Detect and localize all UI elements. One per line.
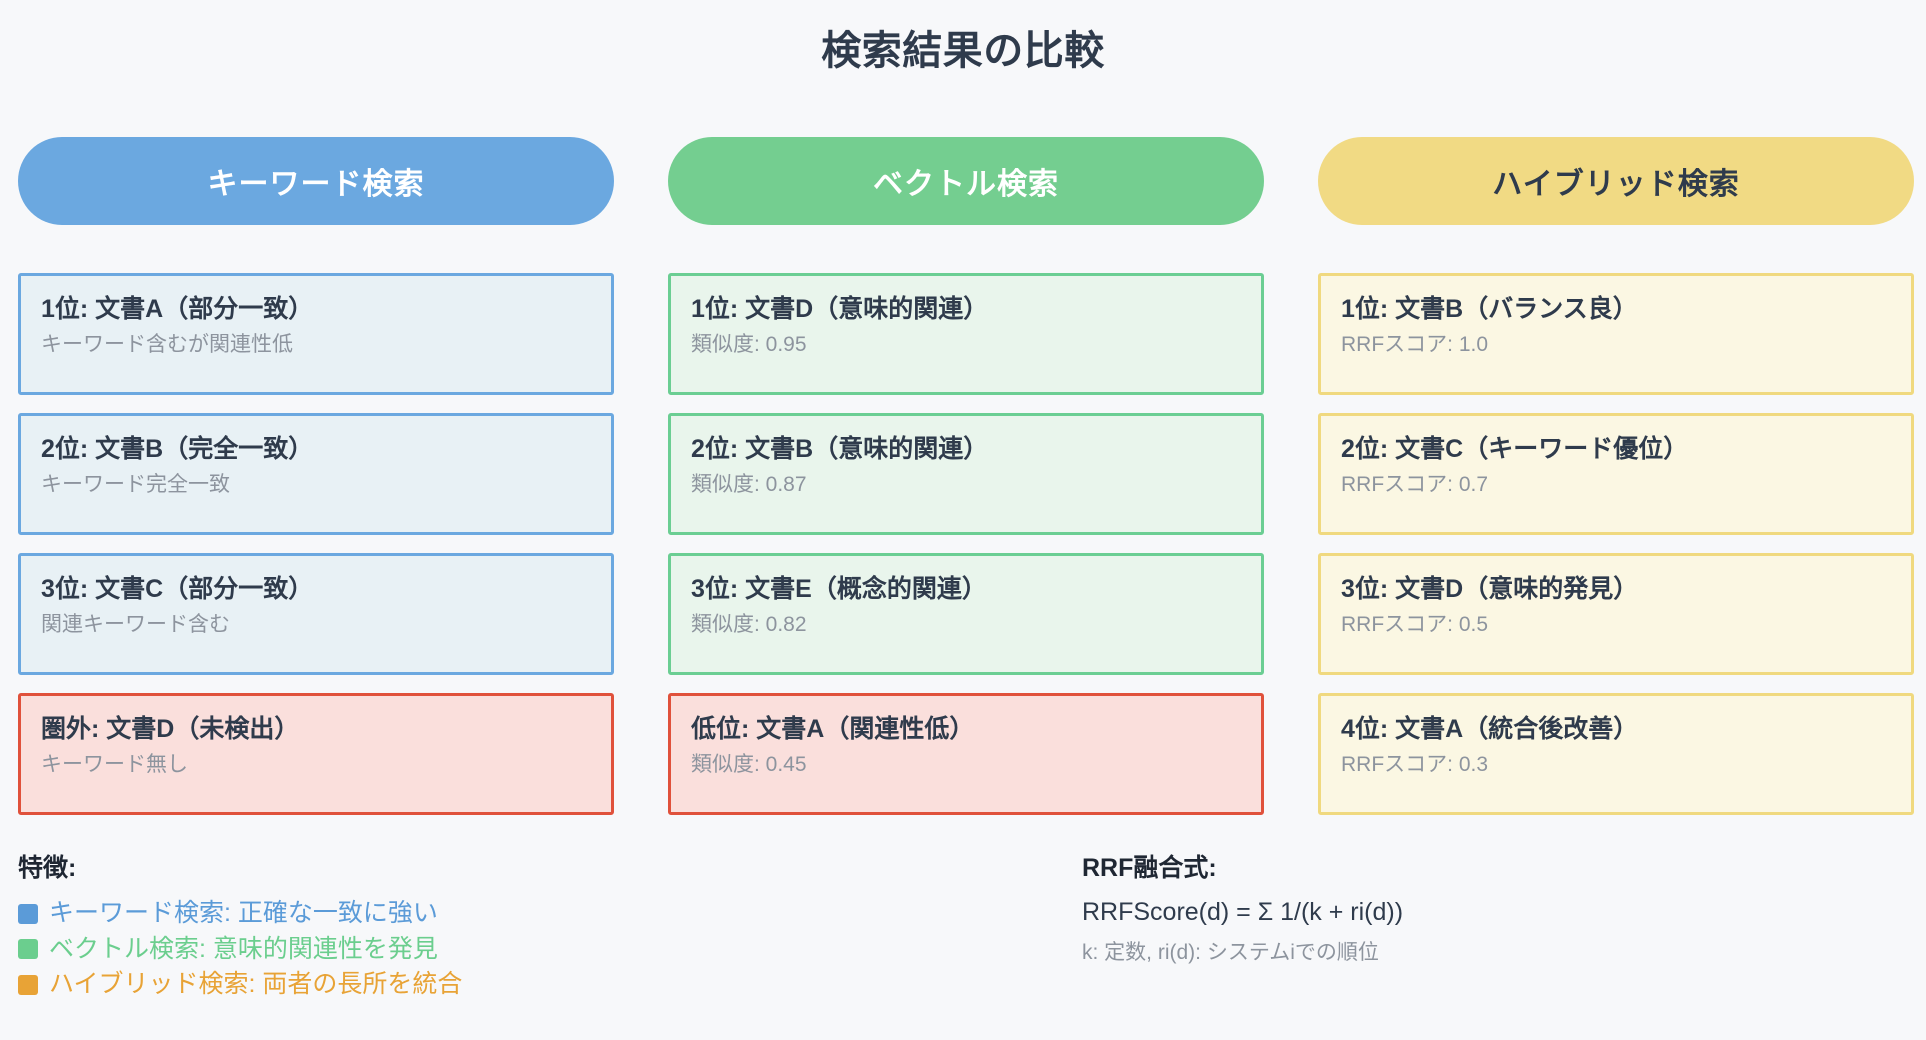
result-card-subtitle: RRFスコア: 0.7 (1341, 473, 1489, 497)
result-card-title: 3位: 文書E（概念的関連） (691, 575, 987, 603)
footer: 特徴: キーワード検索: 正確な一致に強い ベクトル検索: 意味的関連性を発見 … (0, 848, 1926, 1040)
result-card-subtitle: キーワード完全一致 (41, 473, 230, 497)
result-card-subtitle: 類似度: 0.82 (691, 613, 807, 637)
result-card-title: 3位: 文書D（意味的発見） (1341, 575, 1639, 603)
result-card-title: 4位: 文書A（統合後改善） (1341, 715, 1639, 743)
page-title: 検索結果の比較 (821, 29, 1105, 73)
legend-swatch-icon (18, 903, 38, 924)
result-list-keyword-search: 1位: 文書A（部分一致） キーワード含むが関連性低 2位: 文書B（完全一致）… (18, 273, 614, 815)
result-card-title: 2位: 文書C（キーワード優位） (1341, 435, 1689, 463)
result-card-subtitle: 類似度: 0.95 (691, 333, 807, 357)
result-card-subtitle: RRFスコア: 0.5 (1341, 613, 1489, 637)
result-card[interactable]: 4位: 文書A（統合後改善） RRFスコア: 0.3 (1318, 693, 1914, 815)
result-card-title: 3位: 文書C（部分一致） (41, 575, 314, 603)
result-card[interactable]: 3位: 文書E（概念的関連） 類似度: 0.82 (668, 553, 1264, 675)
result-card[interactable]: 2位: 文書C（キーワード優位） RRFスコア: 0.7 (1318, 413, 1914, 535)
rrf-formula-title: RRF融合式: (1082, 854, 1217, 882)
result-card-title: 圏外: 文書D（未検出） (41, 715, 300, 743)
result-card-title: 低位: 文書A（関連性低） (691, 715, 975, 743)
column-keyword-search: キーワード検索 1位: 文書A（部分一致） キーワード含むが関連性低 2位: 文… (18, 137, 614, 815)
result-card-warning[interactable]: 圏外: 文書D（未検出） キーワード無し (18, 693, 614, 815)
features-title: 特徴: (18, 854, 77, 882)
result-card-title: 1位: 文書A（部分一致） (41, 295, 314, 323)
rrf-formula-expression: RRFScore(d) = Σ 1/(k + ri(d)) (1082, 898, 1404, 926)
legend-item-label: キーワード検索: 正確な一致に強い (49, 899, 438, 927)
result-card-subtitle: RRFスコア: 1.0 (1341, 333, 1489, 357)
result-card-subtitle: 関連キーワード含む (41, 613, 230, 637)
rrf-formula-block: RRF融合式: RRFScore(d) = Σ 1/(k + ri(d)) k:… (1082, 848, 1882, 966)
result-card[interactable]: 3位: 文書D（意味的発見） RRFスコア: 0.5 (1318, 553, 1914, 675)
result-list-vector-search: 1位: 文書D（意味的関連） 類似度: 0.95 2位: 文書B（意味的関連） … (668, 273, 1264, 815)
legend-item-label: ベクトル検索: 意味的関連性を発見 (49, 934, 438, 963)
result-card-title: 1位: 文書B（バランス良） (1341, 295, 1638, 323)
result-card-subtitle: キーワード無し (41, 753, 188, 777)
column-vector-search: ベクトル検索 1位: 文書D（意味的関連） 類似度: 0.95 2位: 文書B（… (668, 137, 1264, 815)
result-card-subtitle: 類似度: 0.45 (691, 753, 807, 777)
result-card-subtitle: キーワード含むが関連性低 (41, 333, 293, 357)
column-header-vector-search[interactable]: ベクトル検索 (668, 137, 1264, 225)
result-card-title: 1位: 文書D（意味的関連） (691, 295, 989, 323)
legend-swatch-icon (18, 974, 38, 995)
column-header-hybrid-search[interactable]: ハイブリッド検索 (1318, 137, 1914, 225)
result-card[interactable]: 1位: 文書D（意味的関連） 類似度: 0.95 (668, 273, 1264, 395)
result-card-title: 2位: 文書B（意味的関連） (691, 435, 989, 463)
legend-swatch-icon (18, 939, 38, 960)
legend-item-hybrid-search: ハイブリッド検索: 両者の長所を統合 (18, 967, 778, 1003)
legend-item-vector-search: ベクトル検索: 意味的関連性を発見 (18, 932, 778, 968)
result-card-title: 2位: 文書B（完全一致） (41, 435, 314, 463)
comparison-columns: キーワード検索 1位: 文書A（部分一致） キーワード含むが関連性低 2位: 文… (18, 137, 1914, 815)
result-card-warning[interactable]: 低位: 文書A（関連性低） 類似度: 0.45 (668, 693, 1264, 815)
result-card-subtitle: RRFスコア: 0.3 (1341, 753, 1489, 777)
result-card[interactable]: 3位: 文書C（部分一致） 関連キーワード含む (18, 553, 614, 675)
legend-item-keyword-search: キーワード検索: 正確な一致に強い (18, 896, 778, 932)
result-card[interactable]: 2位: 文書B（完全一致） キーワード完全一致 (18, 413, 614, 535)
result-list-hybrid-search: 1位: 文書B（バランス良） RRFスコア: 1.0 2位: 文書C（キーワード… (1318, 273, 1914, 815)
column-header-keyword-search[interactable]: キーワード検索 (18, 137, 614, 225)
result-card[interactable]: 1位: 文書B（バランス良） RRFスコア: 1.0 (1318, 273, 1914, 395)
rrf-formula-note: k: 定数, ri(d): システムiでの順位 (1082, 941, 1379, 964)
features-legend: 特徴: キーワード検索: 正確な一致に強い ベクトル検索: 意味的関連性を発見 … (18, 848, 778, 1003)
result-card[interactable]: 2位: 文書B（意味的関連） 類似度: 0.87 (668, 413, 1264, 535)
result-card[interactable]: 1位: 文書A（部分一致） キーワード含むが関連性低 (18, 273, 614, 395)
column-hybrid-search: ハイブリッド検索 1位: 文書B（バランス良） RRFスコア: 1.0 2位: … (1318, 137, 1914, 815)
legend-item-label: ハイブリッド検索: 両者の長所を統合 (49, 970, 463, 998)
result-card-subtitle: 類似度: 0.87 (691, 473, 807, 497)
